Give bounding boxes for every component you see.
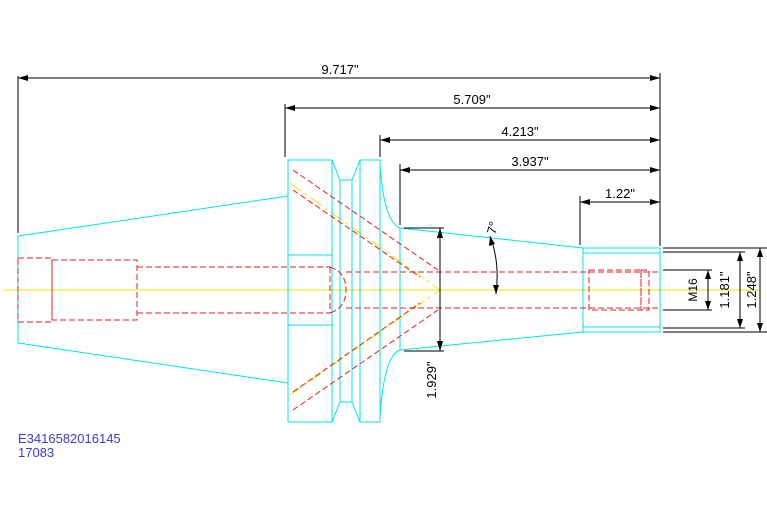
dim-bore-depth: 1.22" — [605, 186, 635, 201]
hidden-lines — [17, 169, 660, 411]
dim-overall-length: 9.717" — [321, 62, 359, 77]
dim-nose-diameter: 1.248" — [744, 271, 759, 309]
dim-collar-diameter: 1.929" — [424, 361, 439, 399]
arrowheads — [18, 75, 763, 351]
part-number: 17083 — [18, 445, 55, 460]
centerline — [4, 182, 760, 396]
part-outline — [17, 159, 661, 423]
dim-bore-diameter: 1.181" — [717, 271, 732, 309]
dim-collar-to-end: 3.937" — [511, 154, 549, 169]
dim-taper-angle: 7° — [484, 220, 502, 236]
dimension-lines — [17, 73, 767, 352]
dim-thread: M16 — [686, 278, 700, 302]
dim-flange-to-end: 5.709" — [453, 92, 491, 107]
dim-flange-face-to-end: 4.213" — [501, 124, 539, 139]
part-code: E3416582016145 — [18, 431, 121, 446]
